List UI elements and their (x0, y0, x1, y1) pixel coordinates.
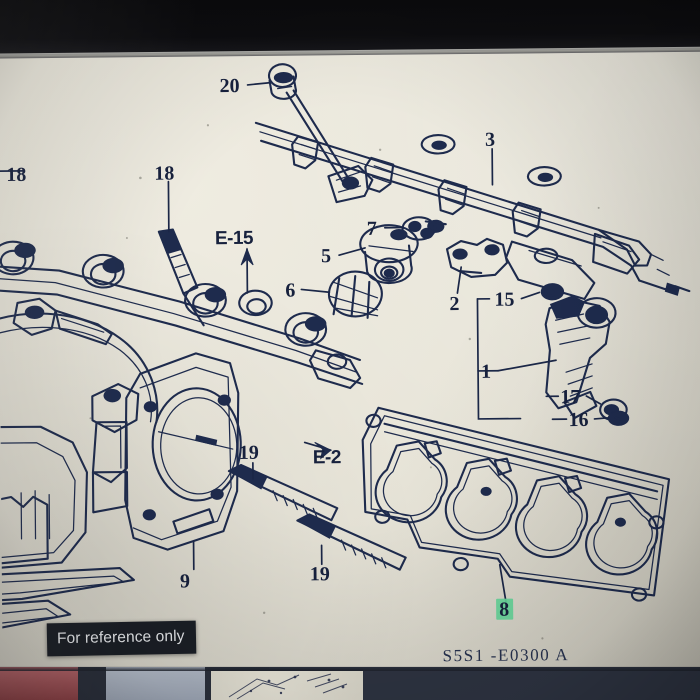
callout-19-b: 19 (310, 563, 330, 585)
callout-9: 9 (180, 570, 190, 592)
throttle-body-group (91, 352, 242, 551)
small-parts-group (327, 216, 509, 319)
callout-labels: 20 3 18 18 E-15 7 5 6 2 15 1 17 16 E-2 1… (6, 75, 588, 621)
paper-speckles (89, 124, 600, 640)
callout-18-left: 18 (6, 164, 26, 186)
callout-17: 17 (560, 386, 580, 408)
callout-18: 18 (154, 163, 174, 185)
callout-16: 16 (568, 409, 588, 431)
filmstrip-empty-area (363, 667, 700, 700)
filmstrip-thumbnail-3-art (228, 673, 348, 700)
callout-19-a: 19 (239, 442, 259, 464)
callout-3: 3 (485, 129, 495, 151)
callout-2: 2 (449, 293, 459, 315)
intake-gasket-group (361, 406, 671, 602)
fuel-rail-group (254, 63, 691, 301)
filmstrip-top-shadow (0, 666, 700, 671)
filmstrip-thumbnail-3[interactable] (211, 669, 363, 700)
callout-leaders (0, 81, 610, 604)
callout-8-highlight (496, 598, 514, 620)
filmstrip-thumbnail-2[interactable] (106, 667, 205, 700)
catalog-page: .ln{fill:none;stroke:#1e2b4d;stroke-widt… (0, 46, 700, 679)
callout-1: 1 (481, 361, 491, 383)
callout-e15: E-15 (215, 228, 254, 249)
callout-8: 8 (499, 599, 509, 621)
for-reference-only-badge: For reference only (46, 620, 196, 656)
callout-15: 15 (494, 289, 514, 311)
stud-bolt-group (227, 463, 407, 571)
intake-manifold-group (0, 240, 364, 571)
callout-20: 20 (219, 75, 239, 97)
callout-5: 5 (321, 245, 331, 267)
injector-group (540, 283, 630, 426)
callout-7: 7 (367, 218, 377, 240)
thumbnail-filmstrip[interactable] (0, 666, 700, 700)
callout-e2: E-2 (313, 447, 341, 468)
callout-6: 6 (285, 280, 295, 302)
filmstrip-divider (78, 667, 106, 700)
lower-gasket-edge (0, 567, 135, 633)
filmstrip-thumbnail-1[interactable] (0, 667, 78, 700)
drawing-number: S5S1 -E0300 A (442, 645, 569, 665)
